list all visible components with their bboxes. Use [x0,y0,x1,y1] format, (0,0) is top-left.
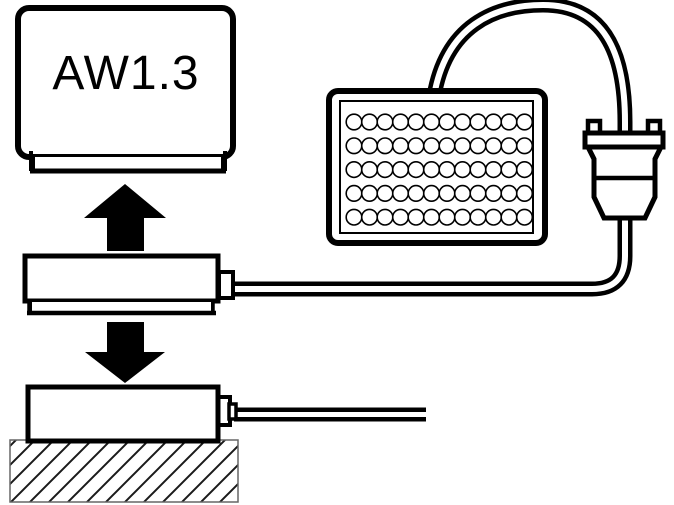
module-connector-stub [217,270,235,300]
keypad-key [422,184,441,202]
keypad-key [345,184,363,202]
keypad-key [407,161,425,179]
keypad-key [391,184,410,202]
keypad-key [407,137,425,155]
keypad-key [438,161,456,179]
keypad-key [345,208,363,226]
keypad-key [407,184,425,202]
display-model-label: AW1.3 [52,47,200,100]
keypad-key [376,184,394,202]
cable-core [232,1,628,292]
load-platform [25,384,238,444]
keypad-inner-frame [339,100,534,234]
keypad-key [422,208,441,226]
keypad-key [438,208,456,226]
keypad-key [453,113,472,131]
keypad-key [484,161,503,179]
keypad-key [453,208,472,226]
weighing-module [22,253,235,316]
keypad-key [376,113,394,131]
keypad-key [360,184,379,202]
keypad-key [469,113,487,131]
connector-cap [582,130,666,150]
keypad-key [438,113,456,131]
keypad-key [422,161,441,179]
arrow-up-icon [84,184,166,251]
keypad-key [453,184,472,202]
module-feet [27,299,215,313]
keypad-key [345,113,363,131]
keypad-key [360,137,379,155]
keypad-keys [345,113,534,226]
keypad-key [376,137,394,155]
hatched-ground-icon [9,439,239,503]
keypad-key [500,161,518,179]
keypad-key [422,113,441,131]
platform-connector-tip [227,402,238,421]
keypad-key [391,137,410,155]
module-body [22,253,221,304]
keypad-key [453,161,472,179]
connector-body [583,144,666,221]
keypad-panel [326,88,548,246]
keypad-key [515,184,534,202]
display-unit [15,5,236,174]
keypad-key [407,113,425,131]
keypad-key [469,137,487,155]
platform-body [25,384,221,444]
keypad-key [484,113,503,131]
keypad-key [391,161,410,179]
cable-connector [582,118,666,221]
keypad-key [469,161,487,179]
keypad-key [391,208,410,226]
keypad-key [515,113,534,131]
keypad-key [376,161,394,179]
keypad-key [500,184,518,202]
keypad-key [422,137,441,155]
keypad-key [500,208,518,226]
keypad-key [484,208,503,226]
keypad-key [500,113,518,131]
keypad-key [515,208,534,226]
keypad-key [360,208,379,226]
keypad-key [484,184,503,202]
keypad-key [469,208,487,226]
keypad-key [438,184,456,202]
keypad-key [391,113,410,131]
keypad-key [345,137,363,155]
keypad-key [438,137,456,155]
arrow-down-icon [85,322,165,383]
keypad-key [360,161,379,179]
keypad-key [345,161,363,179]
keypad-key [376,208,394,226]
keypad-key [407,208,425,226]
keypad-key [469,184,487,202]
keypad-key [515,161,534,179]
monitor-feet [29,151,227,171]
keypad-key [500,137,518,155]
keypad-key [360,113,379,131]
keypad-key [453,137,472,155]
keypad-key [515,137,534,155]
keypad-to-module-cable [232,0,633,297]
keypad-key [484,137,503,155]
